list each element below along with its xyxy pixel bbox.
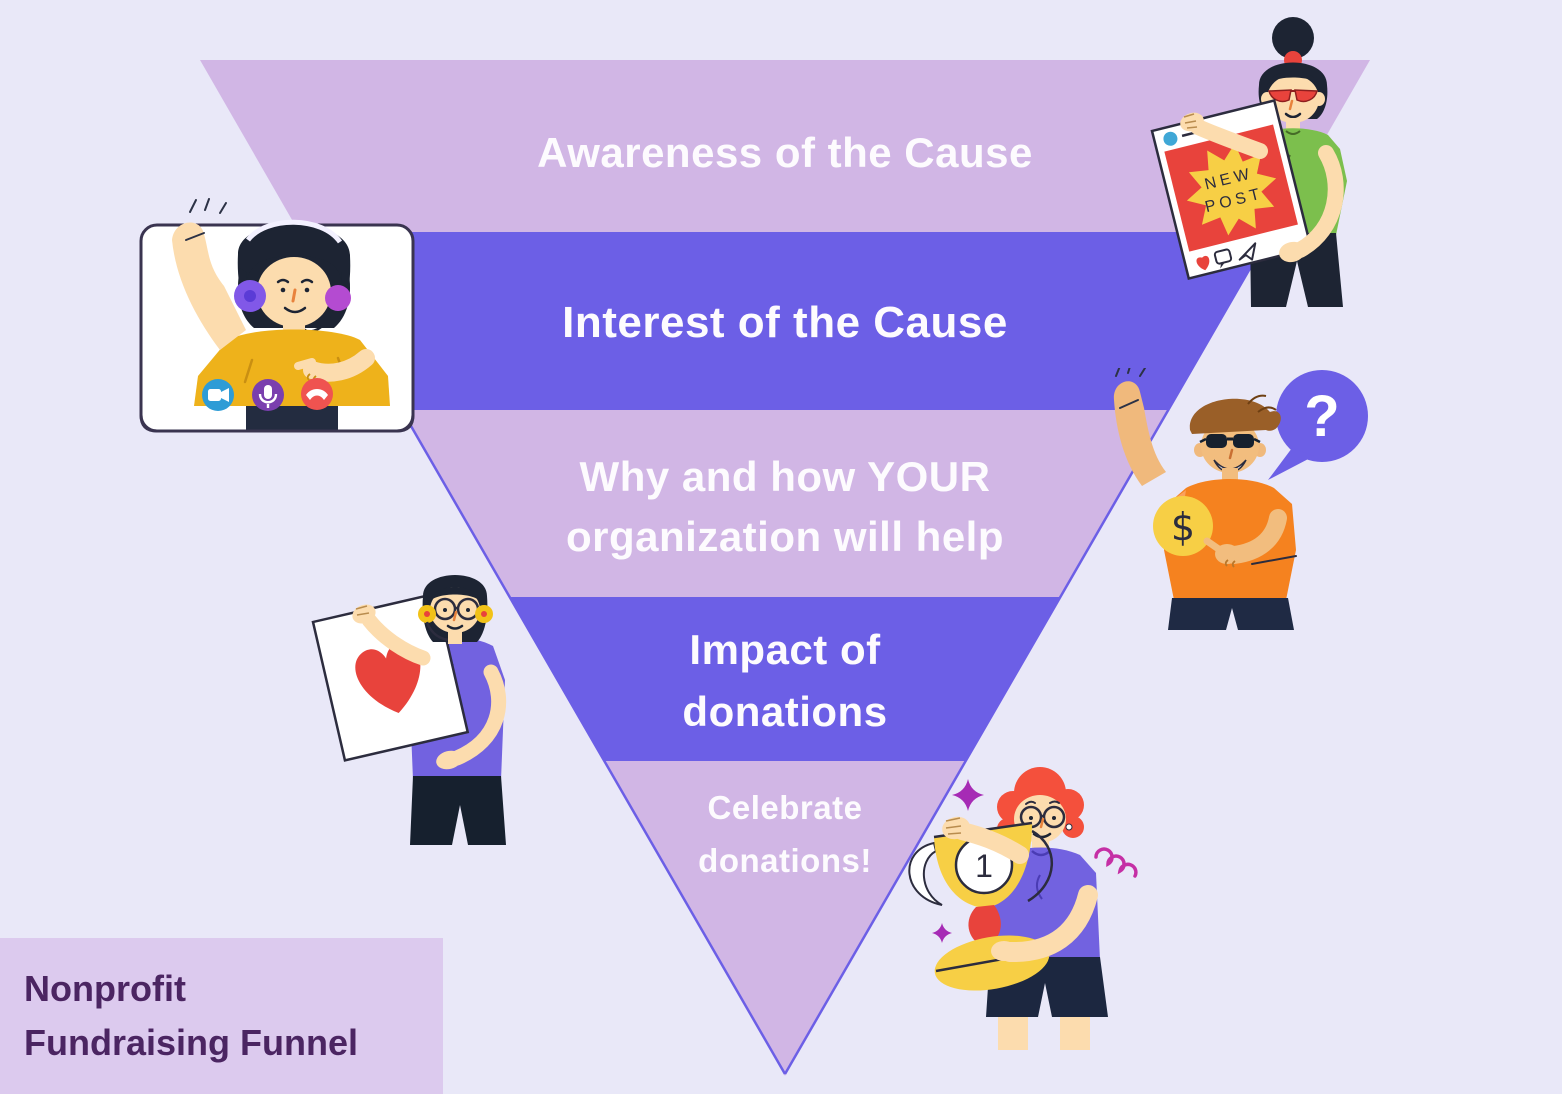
rank-number: 1: [975, 848, 993, 884]
dollar-symbol: $: [1171, 505, 1195, 549]
heart-sign-person: [311, 575, 507, 845]
star-small: [932, 923, 952, 943]
star-large: [952, 779, 984, 811]
card-border-front: [139, 242, 415, 433]
left-arm: [361, 612, 431, 666]
squiggle-doodle: [1094, 847, 1138, 878]
hangup-phone-icon: [306, 389, 328, 400]
trophy-stem: [968, 905, 1001, 947]
right-leg: [1060, 1017, 1090, 1050]
waving-arm: [172, 222, 246, 350]
title-box: Nonprofit Fundraising Funnel: [0, 938, 443, 1094]
question-illustration: ? $: [1113, 368, 1368, 630]
right-handle: [1027, 829, 1054, 903]
new-post-illustration: NEW POST: [1150, 17, 1347, 307]
heart-sign-illustration: [311, 575, 507, 845]
question-mark: ?: [1304, 384, 1339, 449]
starburst: [1186, 143, 1277, 236]
headband: [246, 219, 343, 244]
avatar-dot: [1163, 131, 1178, 146]
left-arm: [1190, 119, 1268, 159]
trophy-arms: [942, 816, 1098, 963]
right-earmuff: [325, 285, 351, 311]
question-person: $: [1113, 368, 1297, 630]
funnel-label-impact: Impact of donations: [682, 626, 888, 736]
call-buttons: [202, 378, 333, 411]
shirt: [194, 329, 390, 406]
brown-hair: [1189, 398, 1281, 434]
funnel-label-awareness: Awareness of the Cause: [537, 129, 1033, 176]
mic-icon: [258, 385, 278, 408]
funnel-diagram: [200, 60, 1370, 1076]
funnel-level-3-why-how: [401, 410, 1169, 597]
funnel-level-5-celebrate: [603, 761, 967, 1076]
heart-shape: [355, 642, 421, 714]
navy-pants: [1168, 598, 1294, 630]
pointing-arm: [1225, 509, 1287, 564]
video-call-illustration: [139, 198, 415, 433]
right-arm: [449, 664, 507, 766]
hair-bun: [1272, 17, 1314, 59]
pointing-arm: [303, 349, 375, 382]
funnel-label-celebrate: Celebrate donations!: [698, 789, 872, 880]
motion-lines: [189, 198, 227, 214]
trophy-illustration: 1: [908, 767, 1138, 1050]
funnel-label-why-how: Why and how YOUR organization will help: [565, 453, 1004, 561]
funnel-label-interest: Interest of the Cause: [562, 298, 1008, 347]
trophy-person: [986, 767, 1108, 1050]
video-call-person: [172, 198, 390, 430]
black-sunglasses: [1199, 434, 1261, 448]
dollar-coin: [1153, 496, 1213, 556]
camera-icon: [208, 388, 229, 402]
funnel-level-2-interest: [299, 232, 1271, 410]
new-post-person: NEW POST: [1150, 17, 1347, 307]
like-heart-icon: [1196, 255, 1210, 271]
funnel-level-4-impact: [509, 597, 1061, 761]
right-arm: [1292, 145, 1344, 258]
motion-lines: [1115, 368, 1146, 377]
left-leg: [998, 1017, 1028, 1050]
page-title: Nonprofit Fundraising Funnel: [24, 968, 358, 1063]
share-plane-icon: [1238, 242, 1257, 261]
left-handle: [908, 841, 943, 906]
black-pants: [410, 776, 506, 845]
raised-arm: [1113, 381, 1166, 486]
question-bubble: ?: [1268, 370, 1368, 480]
pants: [246, 406, 338, 430]
funnel-level-1-awareness: [200, 60, 1370, 232]
red-sunglasses: [1268, 89, 1318, 103]
